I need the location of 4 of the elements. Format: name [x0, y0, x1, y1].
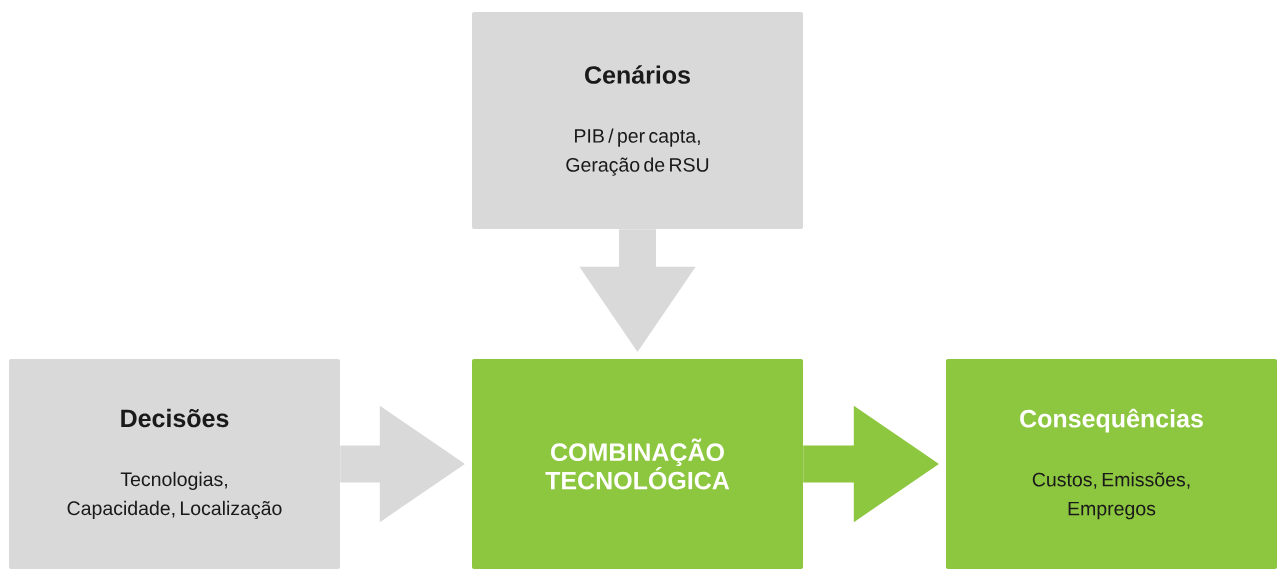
process-box: Consequências Custos, Emissões, Empregos	[946, 359, 1277, 569]
process-box: Cenários PIB / per capta, Geração de RSU	[472, 12, 803, 229]
process-box: COMBINAÇÃO TECNOLÓGICA	[472, 359, 803, 569]
process-box: Decisões Tecnologias, Capacidade, Localização	[9, 359, 340, 569]
